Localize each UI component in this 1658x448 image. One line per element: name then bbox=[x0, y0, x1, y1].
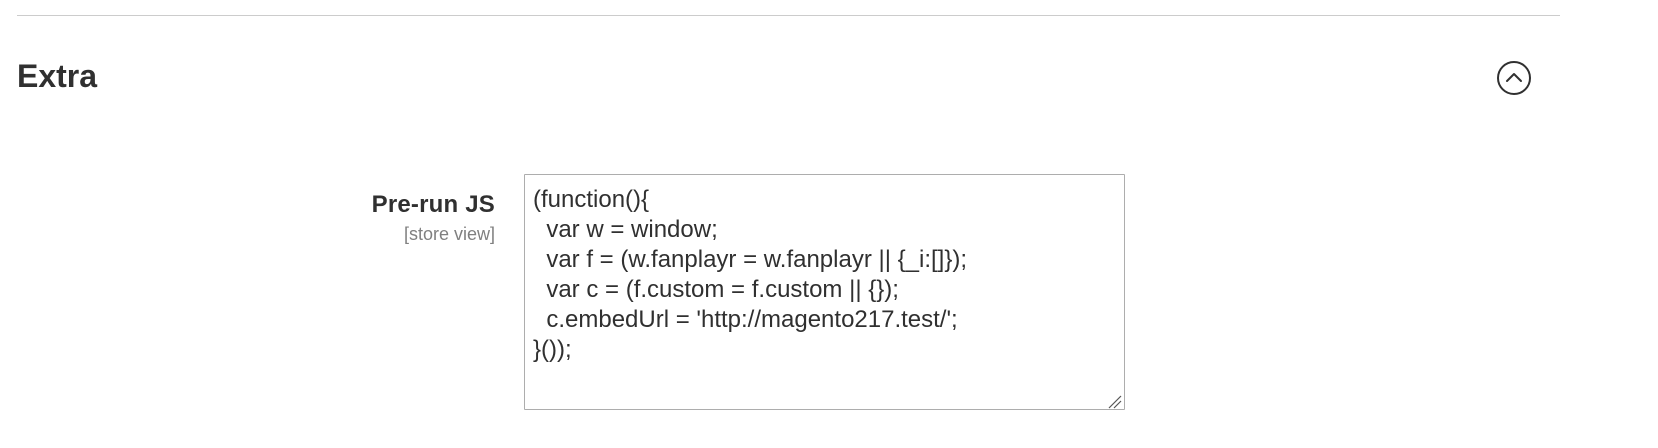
collapse-toggle-button[interactable] bbox=[1496, 60, 1532, 96]
section-header-extra[interactable]: Extra bbox=[17, 50, 1560, 106]
field-row-pre-run-js: Pre-run JS [store view] bbox=[0, 174, 1658, 414]
field-label: Pre-run JS [store view] bbox=[195, 188, 495, 246]
field-label-text: Pre-run JS bbox=[371, 191, 495, 218]
resize-grip-icon bbox=[1108, 395, 1122, 409]
pre-run-js-textarea[interactable] bbox=[524, 174, 1125, 410]
chevron-up-circle-icon bbox=[1497, 61, 1531, 95]
section-title: Extra bbox=[17, 58, 98, 94]
section-divider bbox=[17, 15, 1560, 16]
resize-handle-icon[interactable] bbox=[1106, 393, 1122, 409]
scope-label: [store view] bbox=[403, 224, 495, 244]
